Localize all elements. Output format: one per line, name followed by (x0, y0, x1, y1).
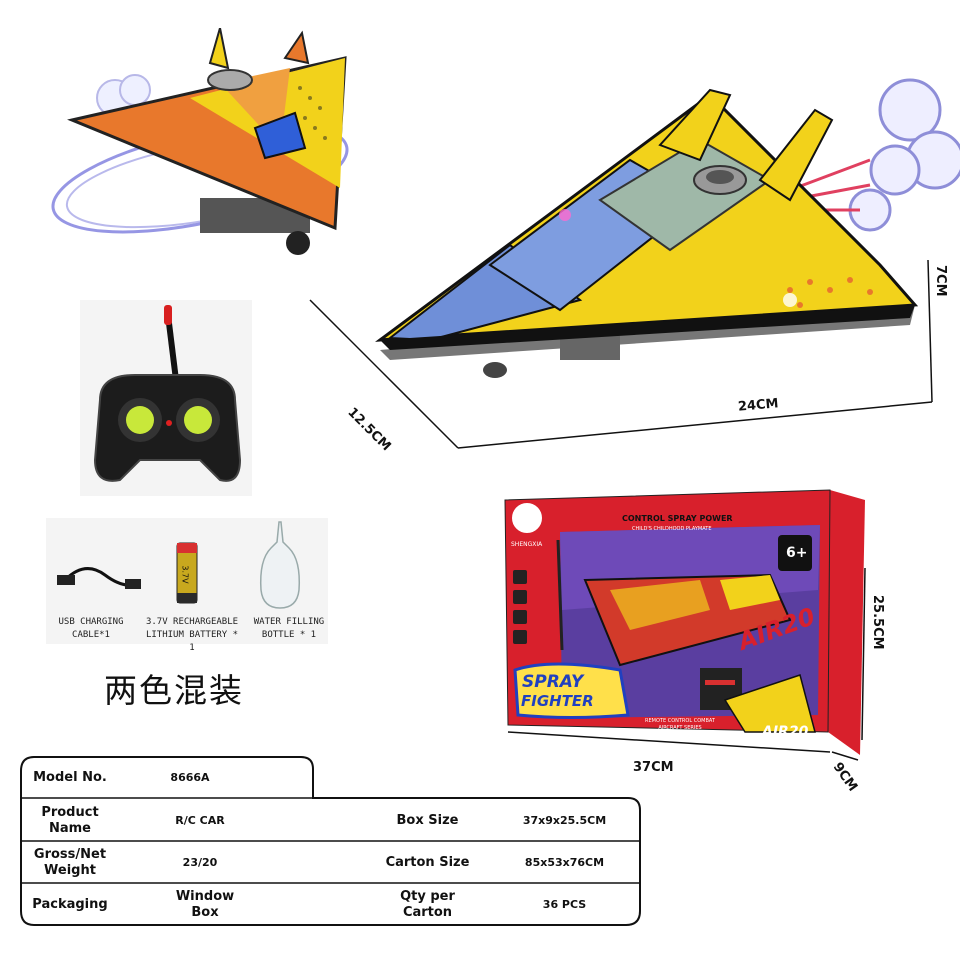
box-title-line2: FIGHTER (521, 692, 594, 710)
box-corner-sub: FIGHTER (786, 740, 817, 748)
carton-size-value: 85x53x76CM (524, 856, 605, 869)
model-no-value: 8666A (170, 771, 210, 784)
color-mix-note: 两色混装 (104, 671, 244, 710)
product-name-label: Product Name (41, 804, 99, 836)
battery-icon (176, 542, 198, 604)
usb-cable-icon (57, 567, 141, 589)
battery-label: 3.7V RECHARGEABLE LITHIUM BATTERY * 1 (145, 617, 239, 653)
box-size-value: 37x9x25.5CM (522, 813, 607, 827)
spec-table-frame (20, 756, 641, 926)
packaging-value: Window Box (175, 889, 235, 920)
carton-size-label: Carton Size (385, 855, 470, 870)
box-age-badge: 6+ (786, 545, 808, 561)
plane-height-label: 7CM (933, 265, 948, 297)
box-height-label: 25.5CM (870, 595, 885, 650)
product-box-image (504, 489, 865, 755)
model-no-label: Model No. (33, 770, 107, 785)
bottle-label: WATER FILLING BOTTLE * 1 (253, 617, 325, 640)
box-features-text: REMOTE CONTROL COMBAT AIRCRAFT SERIES (645, 718, 715, 731)
remote-controller-image (93, 305, 242, 482)
plane-dimension-lines (309, 259, 933, 449)
product-name-value: R/C CAR (175, 813, 225, 827)
main-plane-image (375, 78, 960, 378)
weight-label: Gross/Net Weight (33, 847, 107, 878)
qty-per-carton-label: Qty per Carton (400, 889, 455, 920)
box-corner-model: AIR20 (762, 724, 809, 740)
battery-voltage-text: 3.7V (180, 565, 190, 584)
box-title-line1: SPRAY (522, 672, 584, 692)
box-subtagline: CHILD'S CHILDHOOD PLAYMATE (632, 526, 712, 532)
bottle-icon (259, 521, 301, 609)
usb-cable-label: USB CHARGING CABLE*1 (58, 617, 124, 640)
box-tagline: CONTROL SPRAY POWER (622, 514, 733, 523)
box-width-label: 37CM (633, 760, 674, 775)
box-brand: SHENGXIA (511, 541, 543, 548)
qty-per-carton-value: 36 PCS (542, 898, 587, 911)
box-dimension-lines (507, 567, 866, 761)
weight-value: 23/20 (182, 856, 218, 869)
packaging-label: Packaging (32, 897, 108, 912)
box-size-label: Box Size (396, 812, 459, 828)
small-plane-image (51, 28, 349, 255)
